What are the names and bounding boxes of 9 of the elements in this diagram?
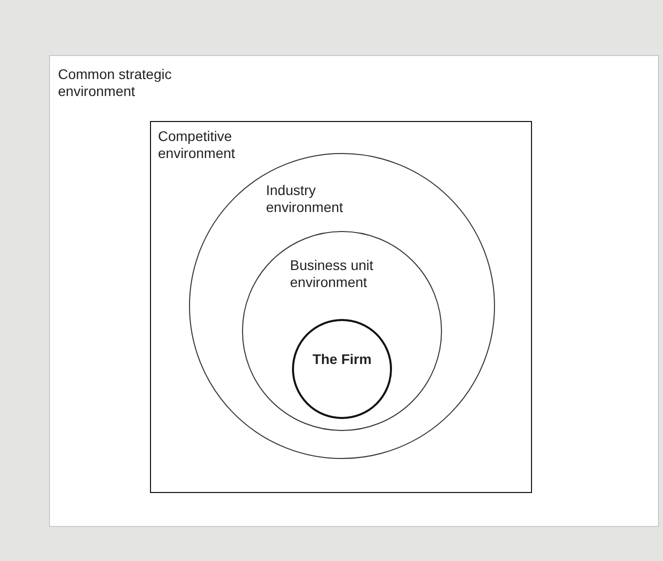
node-label: Common strategic environment	[58, 66, 173, 100]
environment-box	[150, 121, 532, 493]
node-label: Business unit environment	[290, 257, 374, 291]
node-label: Industry environment	[266, 182, 344, 216]
node-title: The Firm	[312, 351, 372, 368]
node-label: Competitive environment	[158, 128, 236, 162]
environment-panel	[49, 55, 659, 527]
firm-circle	[292, 319, 392, 419]
environment-circle	[242, 231, 442, 431]
